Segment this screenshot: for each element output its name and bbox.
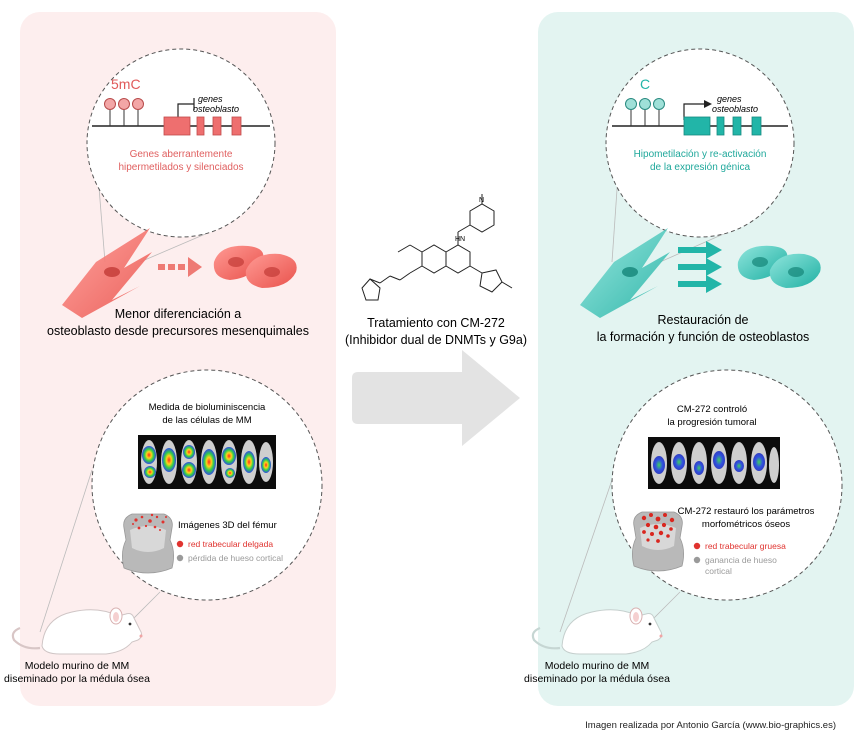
zoom-line [39,469,93,633]
differentiation-caption-line-1: Menor diferenciación a [115,307,242,321]
promoter-active-arrow-icon [683,103,706,120]
bioluminescence-title-line-2: de las células de MM [162,415,251,426]
femur-3d-image [632,511,684,572]
n-label: N [479,197,484,204]
treatment-caption-line-2: (Inhibidor dual de DNMTs y G9a) [345,333,527,347]
zoom-line [139,231,211,263]
zoom-line [559,479,613,633]
bioluminescence-title-line-1: Medida de bioluminiscencia [149,402,266,413]
legend-dot-red [693,542,701,550]
unmethylated-lollipops [625,98,665,126]
mouse-icon [531,607,663,655]
differentiation-caption-line-2: osteoblasto desde precursores mesenquima… [47,324,309,338]
legend-dot-gray [693,556,701,564]
femur-title: Imágenes 3D del fémur [178,520,277,531]
model-caption-line-2: diseminado por la médula ósea [524,673,670,685]
legend-gray-label: pérdida de hueso cortical [188,553,283,563]
nh-label: HN [455,236,465,243]
model-caption-line-1: Modelo murino de MM [25,660,129,672]
bone-title-line-1: CM-272 restauró los parámetros [678,506,815,517]
genes-zoom-circle [605,48,795,238]
mesenchymal-cell-icon [62,228,152,318]
methyl-lollipops [104,98,144,126]
promoter-blocked-icon [177,98,195,120]
tumor-title-line-2: la progresión tumoral [667,417,756,428]
gene-label-bottom: osteoblasto [712,104,758,114]
bioluminescence-image [138,435,276,489]
dotted-arrow-icon [158,257,202,277]
bone-title-line-2: morfométricos óseos [702,519,790,530]
gene-label-top: genes [198,94,223,104]
image-credit: Imagen realizada por Antonio García (www… [585,720,836,731]
methyl-label: 5mC [111,76,141,92]
osteoblast-cell-icon [213,245,297,288]
genes-caption-line-1: Genes aberrantemente [130,149,233,160]
exon-boxes [163,116,242,136]
legend-gray-label-line-2: cortical [705,566,732,576]
restoration-caption-line-1: Restauración de [657,313,748,327]
genes-caption-line-1: Hipometilación y re-activación [634,149,767,160]
exon-boxes [683,116,762,136]
mouse-icon [11,607,143,655]
promoter-arrowhead [704,100,712,108]
gene-label-top: genes [717,94,742,104]
solid-arrows-icon [678,241,722,293]
methyl-label: C [640,76,650,92]
mesenchymal-cell-icon [580,228,670,318]
legend-gray-label-line-1: ganancia de hueso [705,555,777,565]
genes-zoom-circle [86,48,276,238]
genes-caption-line-2: de la expresión génica [650,162,751,173]
gene-label-bottom: osteoblasto [193,104,239,114]
bioluminescence-image [648,437,780,489]
legend-red-label: red trabecular delgada [188,539,273,549]
femur-3d-image [122,513,174,574]
osteoblast-cell-icon [737,245,821,288]
model-caption-line-2: diseminado por la médula ósea [4,673,150,685]
center-arrow [352,350,520,446]
treatment-caption-line-1: Tratamiento con CM-272 [367,316,505,330]
legend-red-label: red trabecular gruesa [705,541,786,551]
model-caption-line-1: Modelo murino de MM [545,660,649,672]
legend-dot-red [176,540,184,548]
genes-caption-line-2: hipermetilados y silenciados [118,162,243,173]
zoom-line [611,174,619,263]
cm272-molecule [361,194,513,301]
tumor-title-line-1: CM-272 controló [677,404,747,415]
legend-dot-gray [176,554,184,562]
restoration-caption-line-2: la formación y función de osteoblastos [597,330,810,344]
